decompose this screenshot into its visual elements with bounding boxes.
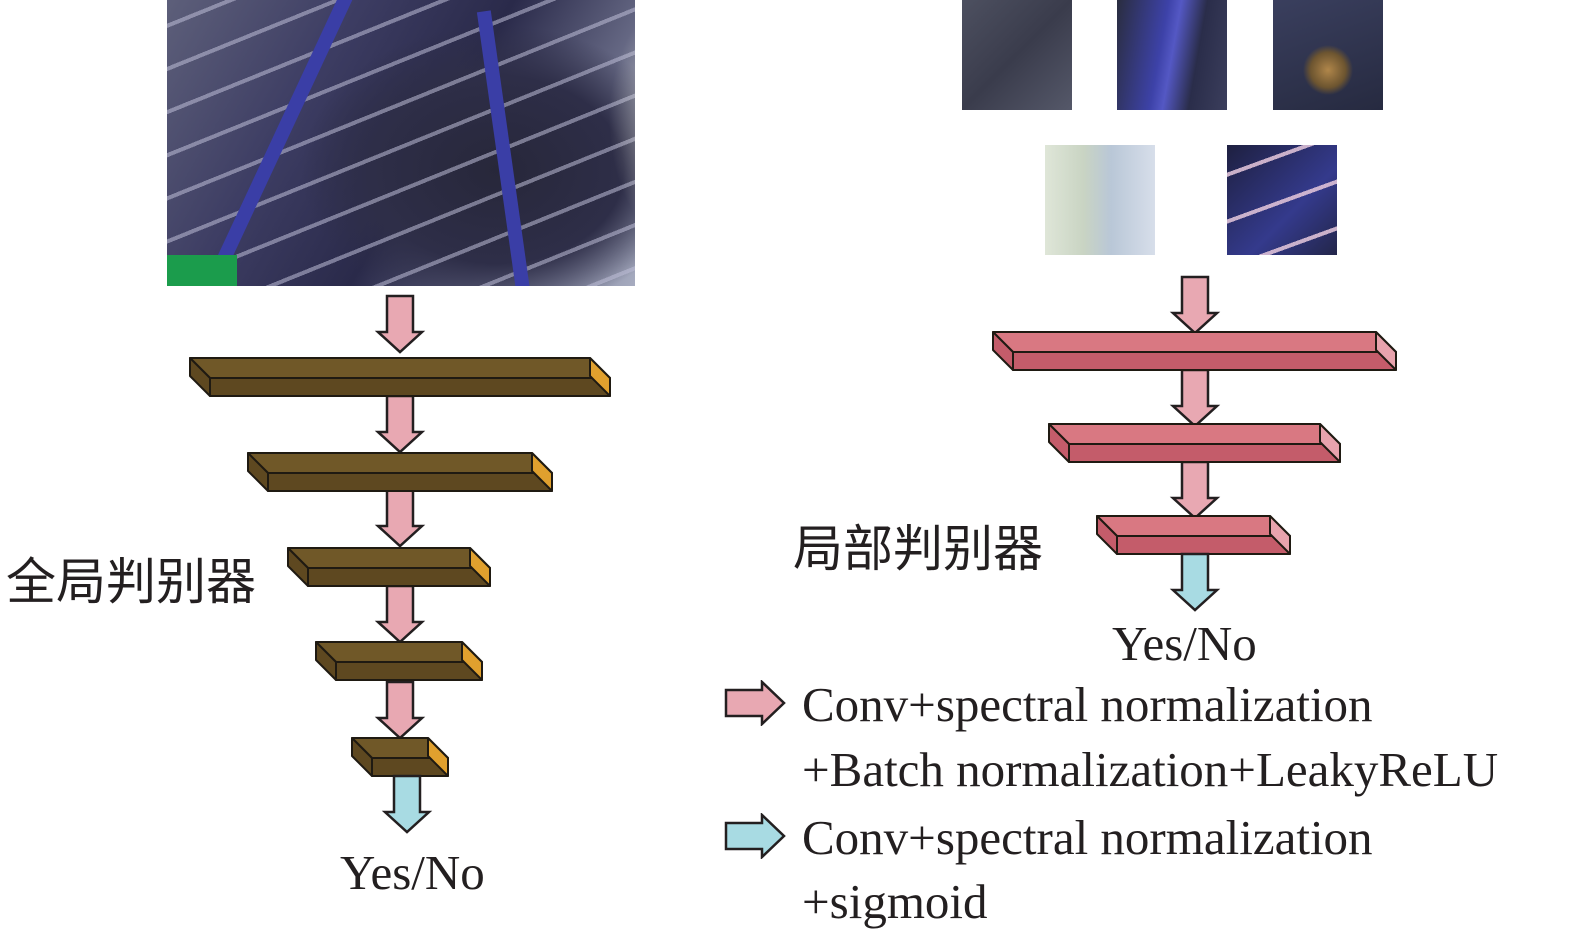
global-conv-layer-3 (287, 547, 491, 587)
local-patch-photo (1117, 0, 1227, 110)
global-layer-arrow (374, 394, 426, 454)
local-layer-arrow (1169, 460, 1221, 520)
global-layer-arrow (374, 584, 426, 644)
global-input-photo (167, 0, 635, 286)
global-layer-arrow (374, 488, 426, 548)
global-conv-layer-5 (351, 737, 449, 777)
local-conv-layer-1 (992, 331, 1397, 371)
global-conv-layer-1 (189, 357, 611, 397)
legend-arrow-pink (724, 680, 786, 726)
local-patch-photo (962, 0, 1072, 110)
legend-item-2-line-1: Conv+spectral normalization (802, 810, 1373, 865)
local-patch-photo (1045, 145, 1155, 255)
local-discriminator-label: 局部判别器 (793, 520, 1043, 578)
legend-arrow-cyan (724, 813, 786, 859)
global-output-label: Yes/No (340, 845, 485, 900)
local-output-label: Yes/No (1112, 616, 1257, 671)
legend-item-2-line-2: +sigmoid (802, 874, 988, 929)
local-patch-photo (1273, 0, 1383, 110)
global-layer-arrow (374, 294, 426, 354)
global-conv-layer-2 (247, 452, 553, 492)
local-output-arrow (1169, 552, 1221, 612)
legend-item-1-line-1: Conv+spectral normalization (802, 677, 1373, 732)
global-layer-arrow (374, 680, 426, 740)
legend-item-1-line-2: +Batch normalization+LeakyReLU (802, 742, 1499, 797)
local-layer-arrow (1169, 275, 1221, 335)
local-conv-layer-2 (1048, 423, 1341, 463)
local-conv-layer-3 (1096, 515, 1291, 555)
global-conv-layer-4 (315, 641, 483, 681)
global-discriminator-label: 全局判别器 (6, 553, 256, 611)
green-object (167, 255, 237, 286)
local-layer-arrow (1169, 368, 1221, 428)
local-patch-photo (1227, 145, 1337, 255)
global-output-arrow (381, 774, 433, 834)
